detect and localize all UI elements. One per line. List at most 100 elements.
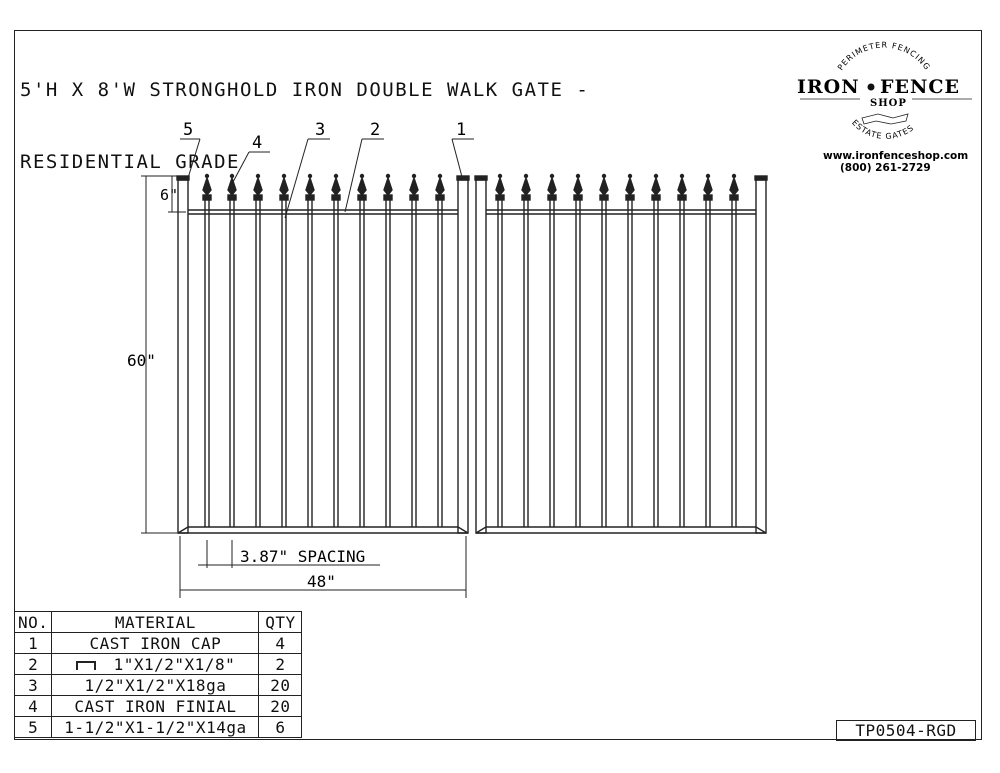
finial-tip bbox=[411, 173, 417, 179]
callout-leaders bbox=[180, 138, 474, 219]
finial-tip bbox=[281, 173, 287, 179]
callout-4: 4 bbox=[252, 133, 262, 153]
gate-post bbox=[457, 179, 469, 534]
bom-header-qty: QTY bbox=[258, 611, 303, 633]
post-cap bbox=[474, 175, 488, 181]
finial-tip bbox=[731, 173, 737, 179]
gate-leaves bbox=[176, 173, 768, 534]
finial bbox=[677, 175, 687, 197]
logo-website: www.ironfenceshop.com bbox=[823, 150, 968, 162]
bom-no: 4 bbox=[13, 695, 53, 717]
finial bbox=[357, 175, 367, 197]
finial-tip bbox=[523, 173, 529, 179]
bom-qty: 2 bbox=[258, 653, 303, 675]
finial bbox=[573, 175, 583, 197]
iron-fence-shop-logo: PERIMETER FENCING IRON FENCE SHOP ESTATE… bbox=[797, 41, 972, 174]
bom-no: 2 bbox=[13, 653, 53, 675]
finial-tip bbox=[705, 173, 711, 179]
table-row: 3 1/2"X1/2"X18ga 20 bbox=[13, 674, 303, 696]
svg-text:ESTATE GATES: ESTATE GATES bbox=[850, 118, 916, 141]
bottom-rail bbox=[755, 526, 767, 534]
gate-post bbox=[177, 179, 189, 534]
finial-tip bbox=[255, 173, 261, 179]
bom-qty: 20 bbox=[258, 674, 303, 696]
logo-arc-bottom: ESTATE GATES bbox=[850, 118, 915, 141]
table-row: 1 CAST IRON CAP 4 bbox=[13, 632, 303, 654]
finial bbox=[305, 175, 315, 197]
finial-tip bbox=[307, 173, 313, 179]
callout-1: 1 bbox=[456, 120, 466, 140]
gate-post bbox=[475, 179, 487, 534]
finial-tip bbox=[437, 173, 443, 179]
svg-text:PERIMETER FENCING: PERIMETER FENCING bbox=[836, 41, 932, 73]
bom-header-row: NO. MATERIAL QTY bbox=[13, 611, 303, 633]
bom-material: 1/2"X1/2"X18ga bbox=[51, 674, 260, 696]
dim-spacing: 3.87" SPACING bbox=[240, 547, 365, 566]
logo-word-iron: IRON bbox=[797, 76, 860, 98]
finial-tip bbox=[575, 173, 581, 179]
finial bbox=[331, 175, 341, 197]
logo-arc-top: PERIMETER FENCING bbox=[836, 41, 931, 73]
finial-tip bbox=[601, 173, 607, 179]
table-row: 5 1-1/2"X1-1/2"X14ga 6 bbox=[13, 716, 303, 738]
finial bbox=[279, 175, 289, 197]
bom-header-material: MATERIAL bbox=[51, 611, 260, 633]
finial-tip bbox=[549, 173, 555, 179]
finial bbox=[703, 175, 713, 197]
finial-tip bbox=[627, 173, 633, 179]
finial bbox=[202, 175, 212, 197]
drawing-frame bbox=[14, 30, 982, 740]
finial bbox=[729, 175, 739, 197]
channel-profile-icon bbox=[75, 660, 96, 670]
bom-no: 5 bbox=[13, 716, 53, 738]
finial-tip bbox=[497, 173, 503, 179]
dim-gate-height: 60" bbox=[127, 351, 156, 370]
post-cap bbox=[176, 175, 190, 181]
dim-leaf-width: 48" bbox=[307, 572, 336, 591]
finial-tip bbox=[359, 173, 365, 179]
callout-5: 5 bbox=[183, 120, 193, 140]
bottom-rail bbox=[475, 526, 487, 534]
table-row: 2 1"X1/2"X1/8" 2 bbox=[13, 653, 303, 675]
bom-qty: 4 bbox=[258, 632, 303, 654]
bom-qty: 20 bbox=[258, 695, 303, 717]
finial bbox=[409, 175, 419, 197]
gate-post bbox=[755, 179, 767, 534]
finial-tip bbox=[204, 173, 210, 179]
bom-material-text: 1"X1/2"X1/8" bbox=[113, 654, 236, 674]
bom-material: 1-1/2"X1-1/2"X14ga bbox=[51, 716, 260, 738]
bom-material: CAST IRON FINIAL bbox=[51, 695, 260, 717]
callout-2: 2 bbox=[370, 120, 380, 140]
bom-no: 3 bbox=[13, 674, 53, 696]
finial-tip bbox=[333, 173, 339, 179]
logo-dot bbox=[867, 83, 875, 91]
logo-phone: (800) 261-2729 bbox=[840, 162, 931, 174]
bottom-rail bbox=[457, 526, 469, 534]
bom-qty: 6 bbox=[258, 716, 303, 738]
bom-no: 1 bbox=[13, 632, 53, 654]
finial-tip bbox=[229, 173, 235, 179]
finial bbox=[227, 175, 237, 197]
finial-tip bbox=[653, 173, 659, 179]
finial bbox=[435, 175, 445, 197]
finial-tip bbox=[679, 173, 685, 179]
bom-material: CAST IRON CAP bbox=[51, 632, 260, 654]
finial-tip bbox=[385, 173, 391, 179]
title-line-1: 5'H X 8'W STRONGHOLD IRON DOUBLE WALK GA… bbox=[20, 79, 590, 101]
finial bbox=[253, 175, 263, 197]
table-row: 4 CAST IRON FINIAL 20 bbox=[13, 695, 303, 717]
post-cap bbox=[754, 175, 768, 181]
dim-finial-height: 6" bbox=[160, 186, 178, 204]
bom-material: 1"X1/2"X1/8" bbox=[51, 653, 260, 675]
logo-word-fence: FENCE bbox=[880, 76, 960, 98]
finial bbox=[521, 175, 531, 197]
part-number: TP0504-RGD bbox=[836, 720, 976, 741]
finial bbox=[383, 175, 393, 197]
dimension-lines bbox=[141, 175, 467, 598]
finial bbox=[651, 175, 661, 197]
logo-ornament-icon bbox=[861, 113, 909, 125]
finial bbox=[625, 175, 635, 197]
callout-3: 3 bbox=[315, 120, 325, 140]
finial bbox=[547, 175, 557, 197]
bom-header-no: NO. bbox=[13, 611, 53, 633]
